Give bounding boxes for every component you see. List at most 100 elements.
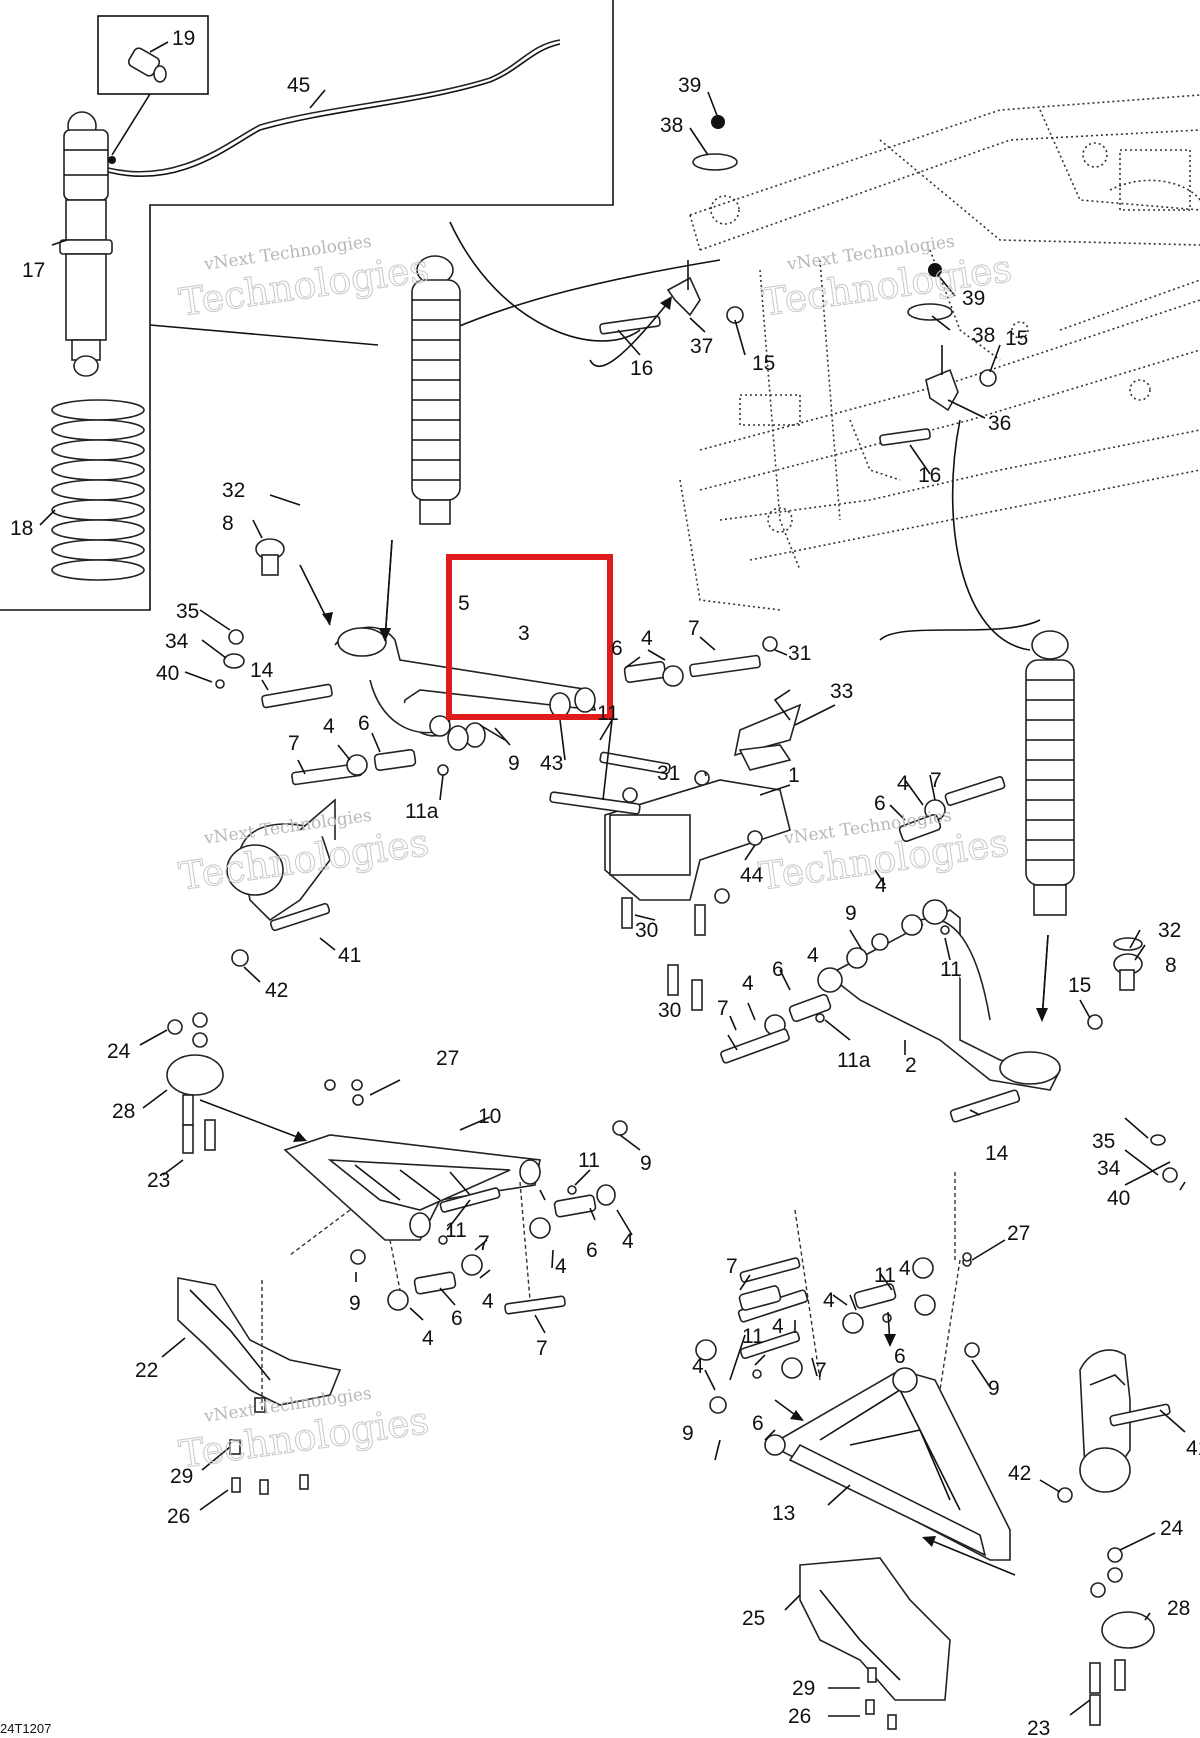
fitting-part-19 bbox=[127, 47, 167, 83]
hose-part-45 bbox=[107, 39, 561, 173]
callout-label: 26 bbox=[788, 1705, 811, 1728]
footer-code: 24T1207 bbox=[0, 1721, 51, 1736]
callout-label: 39 bbox=[678, 74, 701, 97]
callout-label: 15 bbox=[1005, 327, 1028, 350]
callout-label: 36 bbox=[988, 412, 1011, 435]
callout-label: 31 bbox=[657, 762, 680, 785]
callout-label: 39 bbox=[962, 287, 985, 310]
callout-label: 28 bbox=[1167, 1597, 1190, 1620]
callout-label: 2 bbox=[905, 1054, 917, 1077]
callout-label: 15 bbox=[1068, 974, 1091, 997]
callout-label: 11 bbox=[742, 1325, 764, 1348]
callout-label: 11 bbox=[940, 958, 962, 981]
callout-label: 4 bbox=[772, 1315, 784, 1338]
callout-label: 40 bbox=[1107, 1187, 1130, 1210]
callout-label: 7 bbox=[815, 1359, 827, 1382]
upper-a-arm-part-3 bbox=[334, 626, 597, 751]
callout-label: 43 bbox=[540, 752, 563, 775]
shock-part-17 bbox=[59, 111, 116, 377]
callout-label: 4 bbox=[692, 1355, 704, 1378]
callout-label: 4 bbox=[323, 715, 335, 738]
callout-label: 9 bbox=[508, 752, 520, 775]
callout-label: 4 bbox=[482, 1290, 494, 1313]
callout-label: 7 bbox=[930, 769, 942, 792]
vehicle-frame bbox=[449, 94, 1200, 651]
left-upper-hardware bbox=[215, 538, 778, 786]
callout-label: 11a bbox=[405, 800, 439, 823]
callout-label: 9 bbox=[640, 1152, 652, 1175]
callout-label: 38 bbox=[972, 324, 995, 347]
callout-label: 4 bbox=[622, 1230, 634, 1253]
callout-label: 6 bbox=[772, 958, 784, 981]
callout-label: 6 bbox=[874, 792, 886, 815]
shock-detail-inset bbox=[0, 0, 614, 611]
callout-labels: 19 45 17 18 39 38 37 16 15 39 38 15 36 1… bbox=[0, 27, 1200, 1738]
callout-label: 6 bbox=[586, 1239, 598, 1262]
callout-label: 24 bbox=[107, 1040, 131, 1063]
callout-label: 16 bbox=[630, 357, 653, 380]
callout-label: 23 bbox=[147, 1169, 170, 1192]
callout-label: 30 bbox=[658, 999, 681, 1022]
callout-label: 7 bbox=[726, 1255, 738, 1278]
spring-part-18 bbox=[51, 399, 145, 581]
callout-label: 14 bbox=[985, 1142, 1009, 1165]
callout-label: 16 bbox=[918, 464, 941, 487]
lower-a-arm-part-13 bbox=[695, 1170, 1011, 1561]
watermark: vNext Technologies Technologies bbox=[176, 232, 432, 326]
callout-label: 7 bbox=[536, 1337, 548, 1360]
callout-label: 35 bbox=[176, 600, 199, 623]
callout-label: 9 bbox=[845, 902, 857, 925]
callout-label: 14 bbox=[250, 659, 274, 682]
callout-label: 25 bbox=[742, 1607, 765, 1630]
callout-label: 45 bbox=[287, 74, 310, 97]
callout-label: 6 bbox=[752, 1412, 764, 1435]
lower-a-arm-part-10 bbox=[166, 1012, 628, 1315]
callout-label: 7 bbox=[478, 1232, 490, 1255]
callout-label: 34 bbox=[1097, 1157, 1121, 1180]
callout-label: 4 bbox=[555, 1255, 567, 1278]
callout-label: 23 bbox=[1027, 1717, 1050, 1738]
left-knuckle bbox=[226, 798, 336, 967]
frame-mounts bbox=[599, 115, 997, 446]
callout-label: 31 bbox=[788, 642, 811, 665]
callout-label: 33 bbox=[830, 680, 853, 703]
callout-label: 11 bbox=[597, 702, 619, 725]
callout-label: 32 bbox=[1158, 919, 1181, 942]
callout-label: 7 bbox=[688, 617, 700, 640]
callout-label: 6 bbox=[358, 712, 370, 735]
callout-label: 42 bbox=[1008, 1462, 1031, 1485]
callout-label: 8 bbox=[222, 512, 234, 535]
callout-label: 4 bbox=[807, 944, 819, 967]
right-shock-assembly bbox=[1025, 630, 1075, 1021]
callout-label: 11 bbox=[445, 1219, 467, 1242]
assembly-arrows bbox=[199, 296, 1049, 1576]
callout-label: 4 bbox=[742, 972, 754, 995]
callout-label: 6 bbox=[894, 1345, 906, 1368]
callout-label: 7 bbox=[717, 997, 729, 1020]
callout-label: 15 bbox=[752, 352, 775, 375]
callout-label: 27 bbox=[1007, 1222, 1030, 1245]
callout-label: 5 bbox=[458, 592, 470, 615]
skid-plate-part-25 bbox=[799, 1557, 951, 1730]
right-knuckle bbox=[1057, 1349, 1171, 1726]
callout-label: 37 bbox=[690, 335, 713, 358]
callout-label: 4 bbox=[422, 1327, 434, 1350]
callout-label: 32 bbox=[222, 479, 245, 502]
callout-label: 29 bbox=[792, 1677, 815, 1700]
callout-label: 4 bbox=[875, 874, 887, 897]
callout-label: 8 bbox=[1165, 954, 1177, 977]
callout-label: 7 bbox=[288, 732, 300, 755]
callout-label: 11 bbox=[874, 1264, 896, 1287]
callout-label: 26 bbox=[167, 1505, 190, 1528]
callout-label: 18 bbox=[10, 517, 33, 540]
callout-label: 34 bbox=[165, 630, 189, 653]
callout-label: 11a bbox=[837, 1049, 871, 1072]
callout-label: 4 bbox=[823, 1289, 835, 1312]
callout-label: 3 bbox=[518, 622, 530, 645]
callout-label: 10 bbox=[478, 1105, 501, 1128]
callout-label: 11 bbox=[578, 1149, 600, 1172]
callout-label: 4 bbox=[641, 627, 653, 650]
upper-a-arm-part-2 bbox=[817, 899, 1062, 1091]
callout-label: 24 bbox=[1160, 1517, 1184, 1540]
